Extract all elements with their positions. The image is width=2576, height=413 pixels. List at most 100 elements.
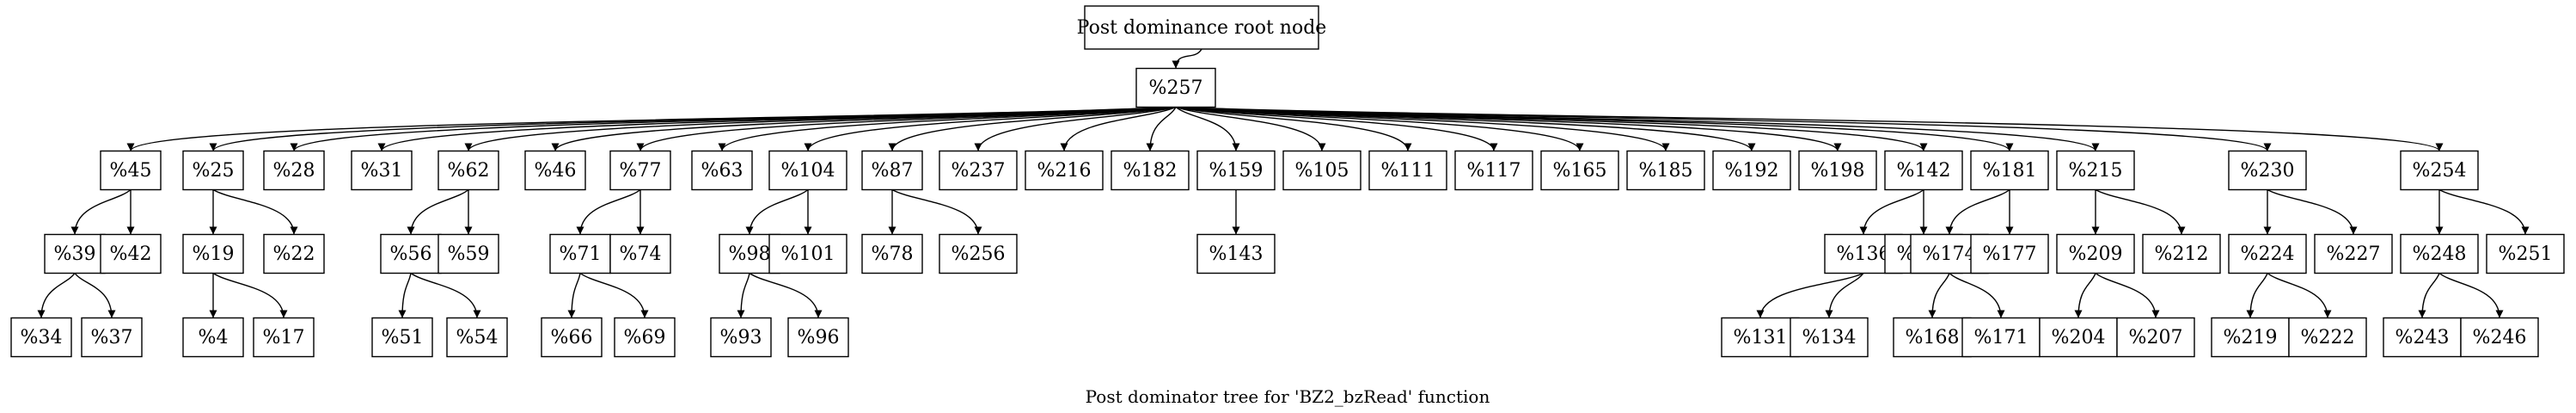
node-box xyxy=(253,317,315,358)
root-node: Post dominance root node xyxy=(1077,5,1327,50)
node-box xyxy=(2314,233,2393,274)
node-box xyxy=(437,150,499,191)
node-label: %46 xyxy=(535,160,577,182)
tree-node-n142: %142 xyxy=(1884,150,1963,191)
node-label: %59 xyxy=(448,243,490,265)
tree-node-n237: %237 xyxy=(939,150,1018,191)
node-box xyxy=(1454,150,1533,191)
tree-node-n34: %34 xyxy=(10,317,72,358)
tree-node-n111: %111 xyxy=(1368,150,1447,191)
node-label: %37 xyxy=(91,327,133,348)
node-label: %69 xyxy=(624,327,666,348)
node-label: %4 xyxy=(199,327,229,348)
node-box xyxy=(1135,67,1216,108)
node-box xyxy=(182,317,244,358)
tree-node-n19: %19 xyxy=(182,233,244,274)
node-label: %31 xyxy=(361,160,403,182)
tree-node-n256: %256 xyxy=(939,233,1018,274)
node-box xyxy=(1884,150,1963,191)
node-label: %159 xyxy=(1209,160,1264,182)
node-label: %96 xyxy=(798,327,840,348)
tree-node-n74: %74 xyxy=(609,233,671,274)
tree-node-n22: %22 xyxy=(263,233,325,274)
tree-node-n207: %207 xyxy=(2116,317,2195,358)
node-label: %181 xyxy=(1983,160,2037,182)
node-label: %104 xyxy=(781,160,835,182)
tree-node-n254: %254 xyxy=(2400,150,2479,191)
tree-node-n69: %69 xyxy=(614,317,676,358)
node-label: %71 xyxy=(560,243,602,265)
node-box xyxy=(861,150,923,191)
node-box xyxy=(1196,150,1276,191)
node-box xyxy=(1111,150,1190,191)
node-layer: Post dominance root node%257%45%25%28%31… xyxy=(10,5,2565,358)
node-box xyxy=(1540,150,1619,191)
tree-node-n42: %42 xyxy=(100,233,162,274)
node-box xyxy=(10,317,72,358)
node-box xyxy=(2228,233,2307,274)
tree-node-n87: %87 xyxy=(861,150,923,191)
tree-node-n224: %224 xyxy=(2228,233,2307,274)
edge-n87-to-n256 xyxy=(891,188,982,235)
node-box xyxy=(2056,233,2135,274)
node-box xyxy=(100,150,162,191)
tree-node-n243: %243 xyxy=(2383,317,2462,358)
tree-node-n59: %59 xyxy=(437,233,499,274)
node-label: %207 xyxy=(2129,327,2183,348)
node-label: %216 xyxy=(1037,160,1092,182)
edge-n257-to-n215 xyxy=(1175,106,2100,151)
node-box xyxy=(691,150,753,191)
edge-n25-to-n22 xyxy=(212,188,298,235)
diagram-caption: Post dominator tree for 'BZ2_bzRead' fun… xyxy=(1086,386,1490,407)
edge-n257-to-n237 xyxy=(974,106,1177,151)
edge-n77-to-n71 xyxy=(576,188,641,235)
node-label: %63 xyxy=(701,160,743,182)
tree-node-n104: %104 xyxy=(768,150,847,191)
node-box xyxy=(1368,150,1447,191)
node-label: %74 xyxy=(620,243,662,265)
tree-node-n96: %96 xyxy=(787,317,849,358)
tree-node-n246: %246 xyxy=(2460,317,2539,358)
tree-node-n192: %192 xyxy=(1712,150,1791,191)
node-label: %42 xyxy=(110,243,152,265)
node-label: %39 xyxy=(54,243,96,265)
tree-node-n257: %257 xyxy=(1135,67,1216,108)
tree-node-n4: %4 xyxy=(182,317,244,358)
node-label: %256 xyxy=(951,243,1006,265)
tree-node-n230: %230 xyxy=(2228,150,2307,191)
tree-node-n182: %182 xyxy=(1111,150,1190,191)
tree-node-n215: %215 xyxy=(2056,150,2135,191)
edge-n257-to-n104 xyxy=(804,106,1177,151)
edge-n257-to-n87 xyxy=(888,106,1177,151)
node-box xyxy=(44,233,106,274)
edge-n39-to-n37 xyxy=(74,273,116,318)
node-label: Post dominance root node xyxy=(1077,17,1327,39)
node-box xyxy=(2460,317,2539,358)
node-box xyxy=(2142,233,2221,274)
edge-n104-to-n98 xyxy=(745,188,809,235)
node-box xyxy=(2383,317,2462,358)
edge-n19-to-n17 xyxy=(212,272,288,318)
node-box xyxy=(768,150,847,191)
node-label: %198 xyxy=(1811,160,1865,182)
tree-node-n248: %248 xyxy=(2400,233,2479,274)
edge-n98-to-n93 xyxy=(737,273,750,318)
node-label: %177 xyxy=(1983,243,2037,265)
node-box xyxy=(351,150,413,191)
tree-node-n222: %222 xyxy=(2288,317,2367,358)
node-box xyxy=(710,317,772,358)
tree-node-n45: %45 xyxy=(100,150,162,191)
tree-node-n177: %177 xyxy=(1970,233,2049,274)
node-box xyxy=(1626,150,1705,191)
tree-node-n159: %159 xyxy=(1196,150,1276,191)
edge-n224-to-n222 xyxy=(2267,272,2332,318)
node-label: %222 xyxy=(2301,327,2355,348)
node-label: %45 xyxy=(110,160,152,182)
node-label: %174 xyxy=(1923,243,1977,265)
node-box xyxy=(2288,317,2367,358)
edge-n56-to-n51 xyxy=(398,273,412,318)
tree-node-n143: %143 xyxy=(1196,233,1276,274)
node-box xyxy=(263,233,325,274)
tree-node-n134: %134 xyxy=(1790,317,1869,358)
